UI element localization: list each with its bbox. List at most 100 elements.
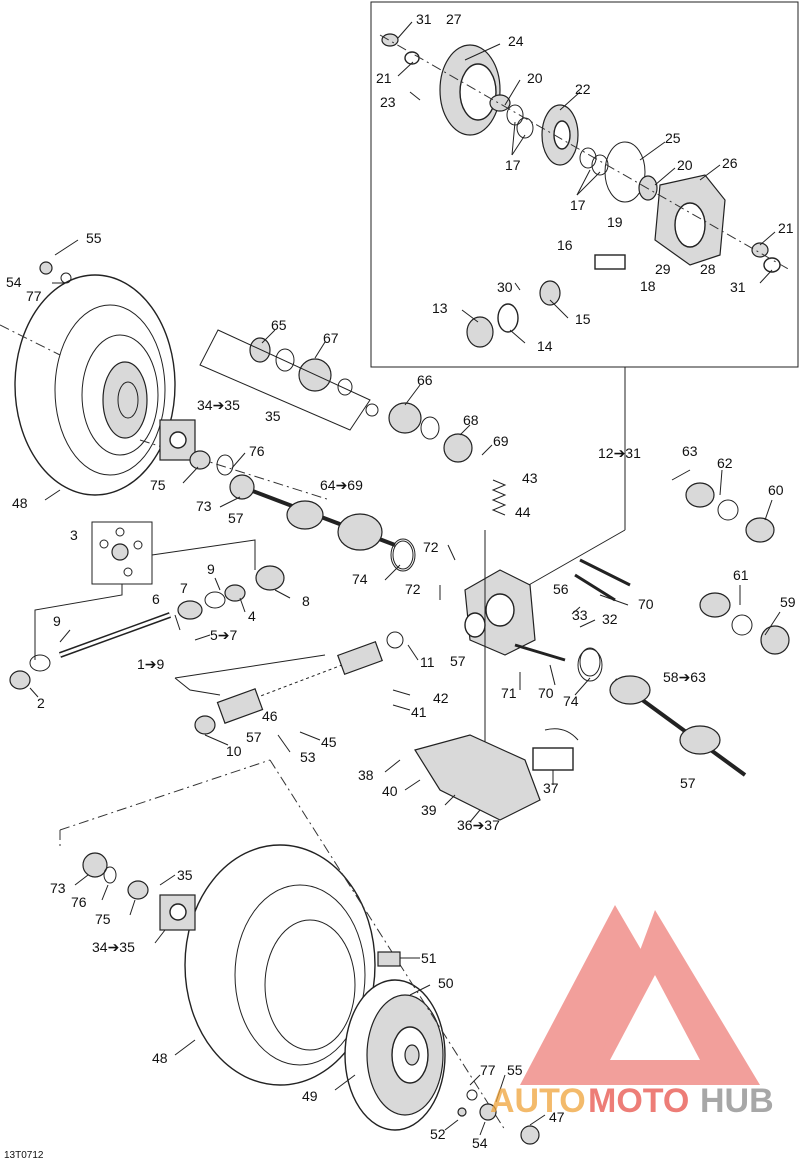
callout-22: 22	[575, 81, 591, 97]
callout-54b: 54	[472, 1135, 488, 1151]
callout-2: 2	[37, 695, 45, 711]
diagram-code: 13T0712	[4, 1150, 44, 1161]
watermark-moto: MOTO	[588, 1082, 689, 1120]
callout-54a: 54	[6, 274, 22, 290]
callout-17a: 17	[505, 157, 521, 173]
callout-61: 61	[733, 567, 749, 583]
u-joint-kit	[99, 527, 143, 577]
callout-55a: 55	[86, 230, 102, 246]
pinion-shaft	[194, 631, 404, 735]
wheel-nuts	[39, 261, 540, 1145]
callout-42: 42	[433, 690, 449, 706]
callout-25: 25	[665, 130, 681, 146]
propeller-shaft	[9, 565, 285, 690]
skid-plate	[414, 734, 574, 821]
callout-46: 46	[262, 708, 278, 724]
callout-labels: 31 27 24 21 20 22 23 17 25 20 26 17 19 2…	[6, 11, 796, 1151]
callout-59: 59	[780, 594, 796, 610]
callout-72b: 72	[405, 581, 421, 597]
callout-75a: 75	[150, 477, 166, 493]
callout-23: 23	[380, 94, 396, 110]
callout-29: 29	[655, 261, 671, 277]
differential-housing	[654, 174, 726, 266]
callout-62: 62	[717, 455, 733, 471]
callout-52: 52	[430, 1126, 446, 1142]
wheel-hub-upper	[159, 419, 255, 500]
wheel-rim	[344, 979, 446, 1131]
watermark-hub: HUB	[700, 1082, 774, 1120]
watermark-logo	[520, 905, 760, 1085]
callout-67: 67	[323, 330, 339, 346]
o-ring-25	[604, 141, 646, 203]
differential-housing-assembly	[464, 569, 536, 656]
callout-71: 71	[501, 685, 517, 701]
left-drive-shaft	[249, 488, 416, 572]
callout-3: 3	[70, 527, 78, 543]
callout-31a: 31	[416, 11, 432, 27]
callout-45: 45	[321, 734, 337, 750]
callout-6: 6	[152, 591, 160, 607]
callout-11: 11	[420, 654, 435, 670]
callout-68: 68	[463, 412, 479, 428]
callout-12-31: 12➔31	[598, 445, 641, 461]
boot-kit-65-67	[249, 337, 353, 396]
breather-spring	[491, 479, 507, 516]
wheel-hub-lower	[82, 852, 196, 931]
callout-66: 66	[417, 372, 433, 388]
callout-40: 40	[382, 783, 398, 799]
callout-49: 49	[302, 1088, 318, 1104]
callout-65: 65	[271, 317, 287, 333]
right-drive-shaft	[577, 648, 747, 777]
differential-cover	[439, 44, 501, 136]
callout-32: 32	[602, 611, 618, 627]
callout-76a: 76	[249, 443, 265, 459]
callout-39: 39	[421, 802, 437, 818]
bearings-seals	[381, 33, 781, 348]
leader-lines	[29, 21, 781, 1136]
callout-26: 26	[722, 155, 738, 171]
callout-31b: 31	[730, 279, 746, 295]
callout-55b: 55	[507, 1062, 523, 1078]
callout-15: 15	[575, 311, 591, 327]
callout-38: 38	[358, 767, 374, 783]
callout-17b: 17	[570, 197, 586, 213]
callout-5-7: 5➔7	[210, 627, 238, 643]
callout-28: 28	[700, 261, 716, 277]
callout-48a: 48	[12, 495, 28, 511]
callout-7: 7	[180, 580, 188, 596]
callout-8: 8	[302, 593, 310, 609]
callout-34-35a: 34➔35	[197, 397, 240, 413]
callout-14: 14	[537, 338, 553, 354]
callout-47: 47	[549, 1109, 565, 1125]
callout-35b: 35	[177, 867, 193, 883]
callout-50: 50	[438, 975, 454, 991]
callout-27: 27	[446, 11, 462, 27]
callout-21a: 21	[376, 70, 392, 86]
callout-4: 4	[248, 608, 256, 624]
callout-74a: 74	[352, 571, 368, 587]
callout-57c: 57	[246, 729, 262, 745]
callout-53: 53	[300, 749, 316, 765]
callout-44: 44	[515, 504, 531, 520]
boot-kit-62-60	[685, 482, 775, 543]
callout-24: 24	[508, 33, 524, 49]
watermark-auto: AUTO	[490, 1082, 586, 1120]
callout-36-37: 36➔37	[457, 817, 500, 833]
callout-35a: 35	[265, 408, 281, 424]
callout-41: 41	[411, 704, 427, 720]
callout-43: 43	[522, 470, 538, 486]
callout-75b: 75	[95, 911, 111, 927]
callout-74b: 74	[563, 693, 579, 709]
callout-77b: 77	[480, 1062, 496, 1078]
callout-58-63: 58➔63	[663, 669, 706, 685]
ring-gear	[541, 104, 579, 166]
callout-13: 13	[432, 300, 448, 316]
callout-57a: 57	[228, 510, 244, 526]
callout-70b: 70	[538, 685, 554, 701]
callout-57b: 57	[450, 653, 466, 669]
callout-56: 56	[553, 581, 569, 597]
callout-48b: 48	[152, 1050, 168, 1066]
callout-72a: 72	[423, 539, 439, 555]
callout-20b: 20	[677, 157, 693, 173]
callout-51: 51	[421, 950, 437, 966]
